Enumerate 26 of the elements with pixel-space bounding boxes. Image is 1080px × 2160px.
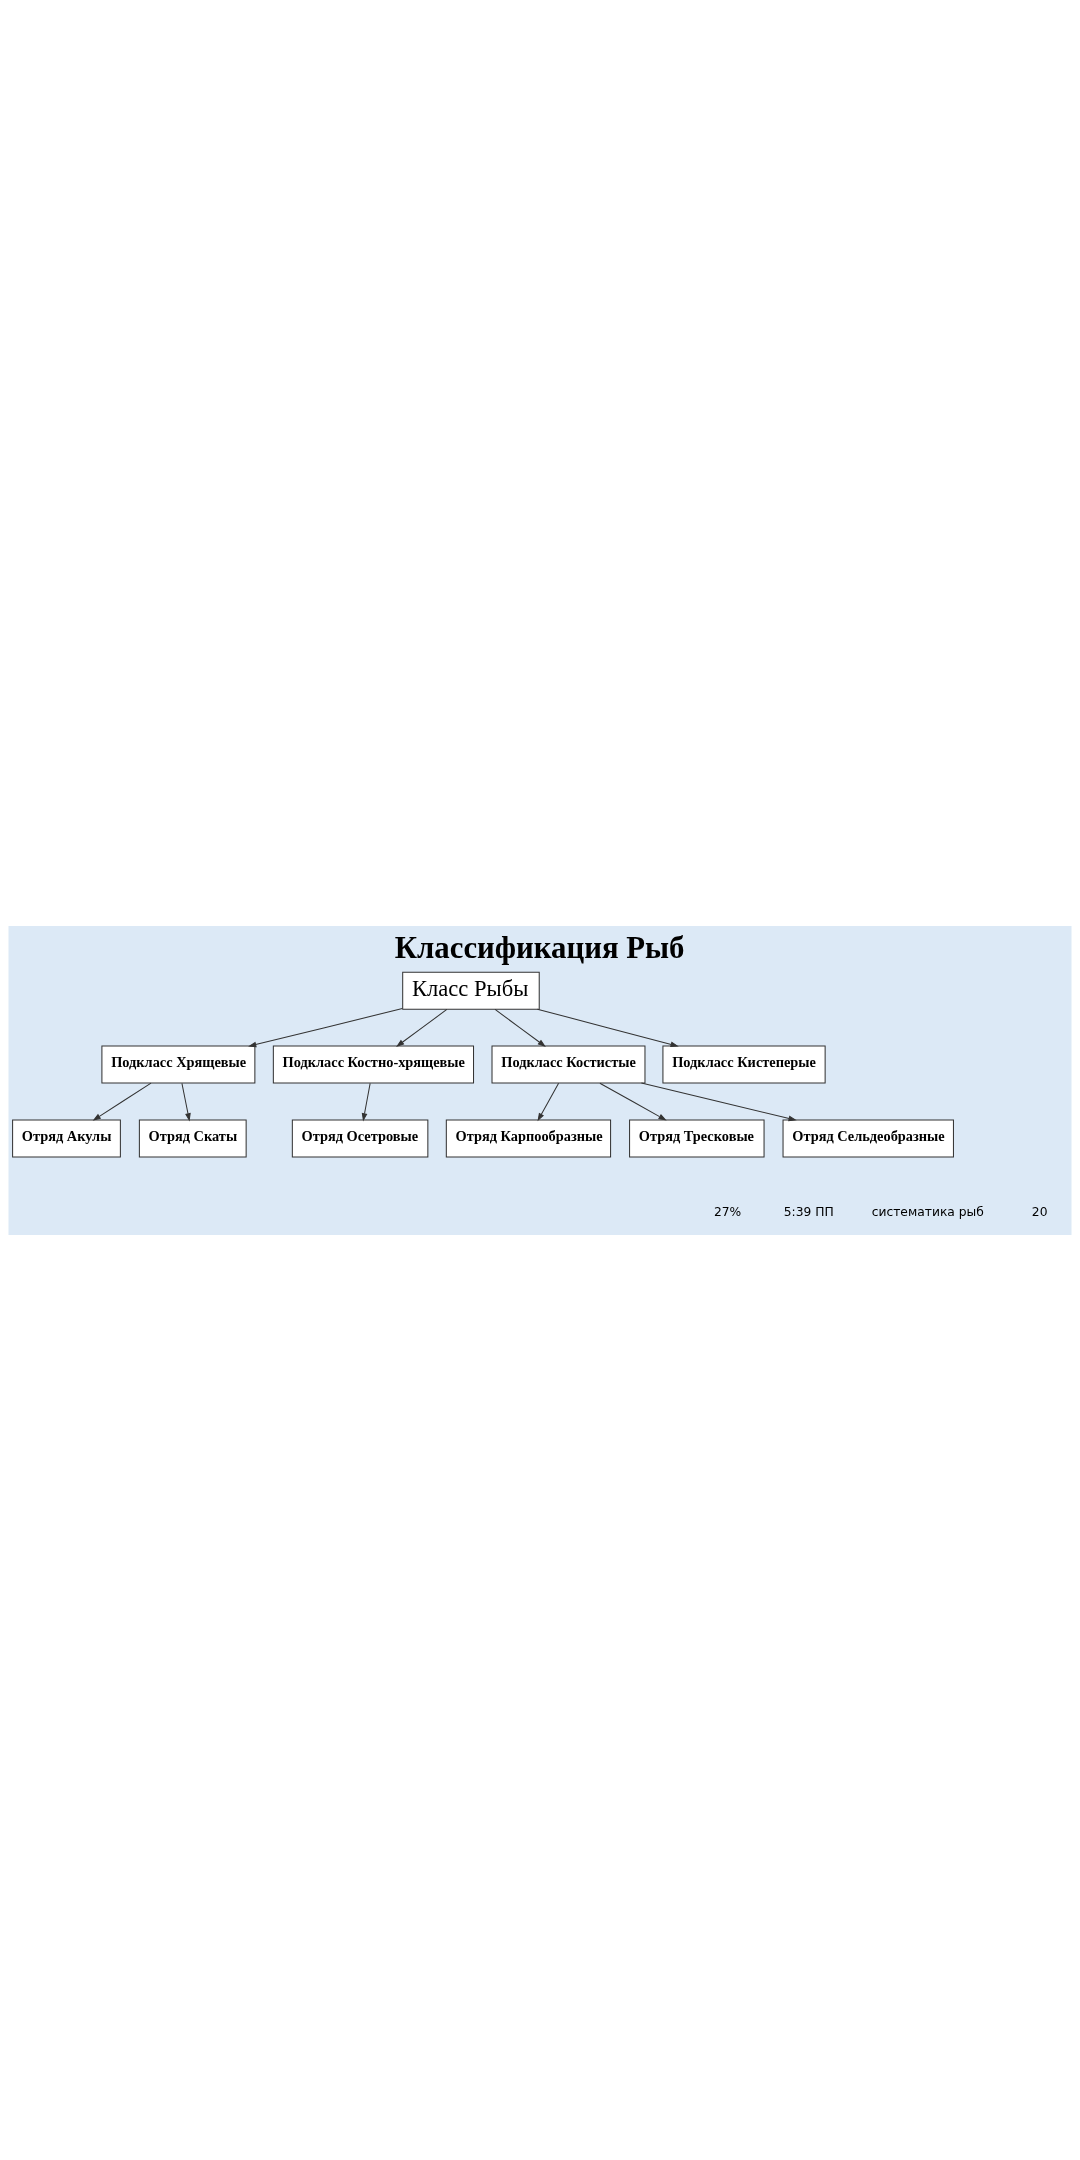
node-box: Отряд Тресковые xyxy=(629,1119,765,1157)
node-box: Подкласс Кистеперые xyxy=(662,1045,826,1084)
arrow xyxy=(248,1007,403,1047)
node-box: Класс Рыбы xyxy=(402,971,540,1010)
arrow xyxy=(396,1008,448,1047)
label: систематика рыб xyxy=(871,1204,984,1219)
arrow xyxy=(181,1082,191,1121)
diagram-title: Классификация Рыб xyxy=(394,930,685,965)
node-box: Отряд Осетровые xyxy=(291,1119,429,1157)
arrow xyxy=(361,1082,371,1121)
label: 27% xyxy=(713,1204,742,1219)
label: 5:39 ПП xyxy=(783,1204,834,1219)
node-box: Подкласс Костно-хрящевые xyxy=(272,1045,475,1084)
arrow xyxy=(640,1082,797,1121)
arrow xyxy=(92,1082,152,1121)
arrow xyxy=(494,1008,546,1047)
node-box: Отряд Карпообразные xyxy=(445,1119,612,1157)
arrow xyxy=(599,1082,667,1121)
arrow xyxy=(537,1082,560,1121)
node-box: Подкласс Костистые xyxy=(491,1045,646,1084)
node-box: Отряд Скаты xyxy=(138,1119,247,1157)
node-box: Отряд Акулы xyxy=(12,1119,121,1157)
arrow xyxy=(536,1008,679,1047)
node-box: Подкласс Хрящевые xyxy=(101,1045,256,1084)
node-box: Отряд Сельдеобразные xyxy=(782,1119,954,1157)
label: 20 xyxy=(1031,1204,1048,1219)
